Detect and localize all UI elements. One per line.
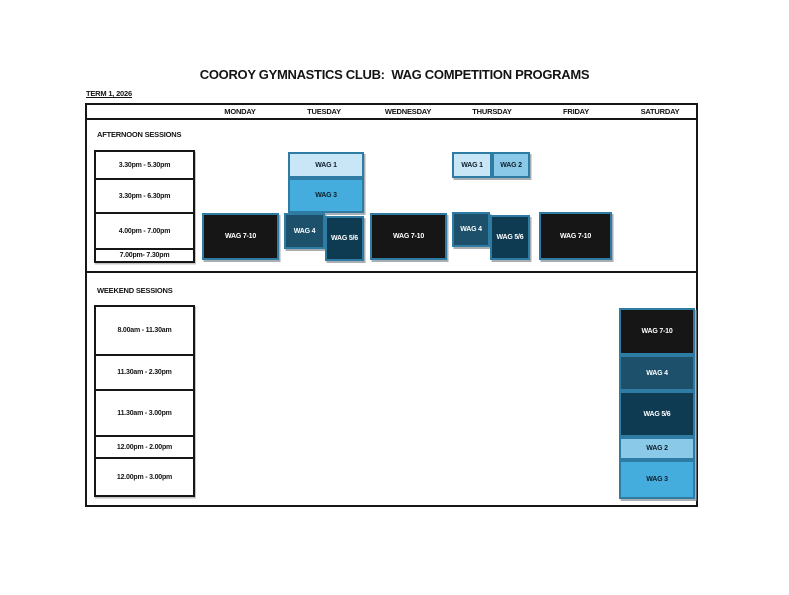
afternoon-time-slot: 7.00pm- 7.30pm <box>96 248 193 261</box>
event-box-thu-wag56: WAG 5/6 <box>490 215 530 260</box>
weekend-time-slot: 11.30am - 2.30pm <box>96 354 193 389</box>
day-header-monday: MONDAY <box>224 107 256 116</box>
event-box-wed-wag710: WAG 7-10 <box>370 213 447 260</box>
event-box-sat-wag4: WAG 4 <box>619 355 695 391</box>
section-divider <box>87 271 696 273</box>
event-box-thu-wag4: WAG 4 <box>452 212 490 247</box>
page-title: COOROY GYMNASTICS CLUB: WAG COMPETITION … <box>199 67 590 82</box>
event-box-sat-wag2: WAG 2 <box>619 437 695 460</box>
event-box-sat-wag710: WAG 7-10 <box>619 308 695 355</box>
afternoon-time-slot: 3.30pm - 5.30pm <box>96 152 193 178</box>
event-box-tue-wag4: WAG 4 <box>284 213 325 249</box>
weekend-time-slot: 8.00am - 11.30am <box>96 307 193 354</box>
event-box-tue-wag56: WAG 5/6 <box>325 216 364 261</box>
day-header-row: MONDAY TUESDAY WEDNESDAY THURSDAY FRIDAY SATU… <box>87 105 696 120</box>
event-box-thu-wag2: WAG 2 <box>492 152 530 178</box>
afternoon-time-slot: 4.00pm - 7.00pm <box>96 212 193 248</box>
day-header-wednesday: WEDNESDAY <box>384 107 432 116</box>
weekend-time-slot: 11.30am - 3.00pm <box>96 389 193 435</box>
weekend-time-slot: 12.00pm - 3.00pm <box>96 457 193 495</box>
event-box-thu-wag1: WAG 1 <box>452 152 492 178</box>
event-box-tue-wag3: WAG 3 <box>288 178 364 213</box>
afternoon-time-slot: 3.30pm - 6.30pm <box>96 178 193 212</box>
day-header-friday: FRIDAY <box>562 107 590 116</box>
schedule-table: MONDAY TUESDAY WEDNESDAY THURSDAY FRIDAY SATU… <box>85 103 698 507</box>
event-box-sat-wag56: WAG 5/6 <box>619 391 695 437</box>
event-box-fri-wag710: WAG 7-10 <box>539 212 612 260</box>
weekend-time-slot: 12.00pm - 2.00pm <box>96 435 193 457</box>
event-box-tue-wag1: WAG 1 <box>288 152 364 178</box>
day-header-saturday: SATURDAY <box>640 107 680 116</box>
day-header-thursday: THURSDAY <box>472 107 512 116</box>
weekend-section-heading: WEEKEND SESSIONS <box>97 286 173 295</box>
day-header-tuesday: TUESDAY <box>307 107 341 116</box>
term-label: TERM 1, 2026 <box>86 89 132 98</box>
afternoon-section-heading: AFTERNOON SESSIONS <box>97 130 182 139</box>
event-box-sat-wag3: WAG 3 <box>619 460 695 499</box>
event-box-mon-wag710: WAG 7-10 <box>202 213 279 260</box>
